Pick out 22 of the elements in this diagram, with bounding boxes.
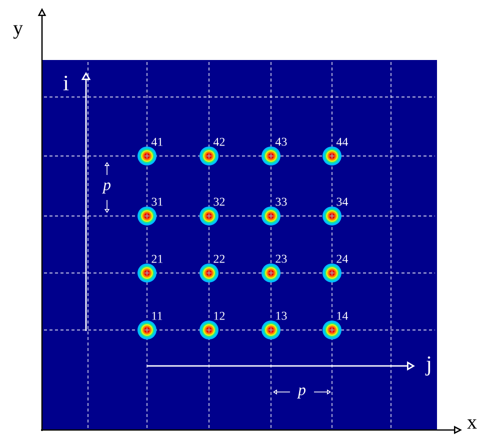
spot-number: 11 [152, 312, 162, 320]
pitch-label: p [297, 388, 306, 398]
spot-number: 21 [152, 254, 162, 263]
spot-number: 34 [336, 198, 348, 206]
spot-number: 23 [276, 254, 287, 263]
spot-number: 22 [214, 254, 225, 263]
spot-number: 24 [336, 254, 348, 263]
pitch-label: p [102, 182, 111, 194]
spot-number: 43 [275, 138, 287, 146]
spot-number: 31 [152, 198, 162, 206]
spot-number: 42 [213, 138, 225, 146]
spot-number: 44 [336, 138, 348, 146]
axis-label: y [13, 25, 23, 39]
spot-number: 14 [337, 312, 348, 320]
spot-number: 13 [276, 312, 287, 320]
index-label: j [425, 356, 430, 376]
axis-label: x [467, 419, 477, 429]
index-label: i [63, 76, 69, 90]
spot-number: 41 [151, 138, 162, 146]
spot-number: 32 [214, 198, 225, 206]
spot-number: 12 [214, 312, 225, 320]
spot-number: 33 [276, 198, 287, 206]
